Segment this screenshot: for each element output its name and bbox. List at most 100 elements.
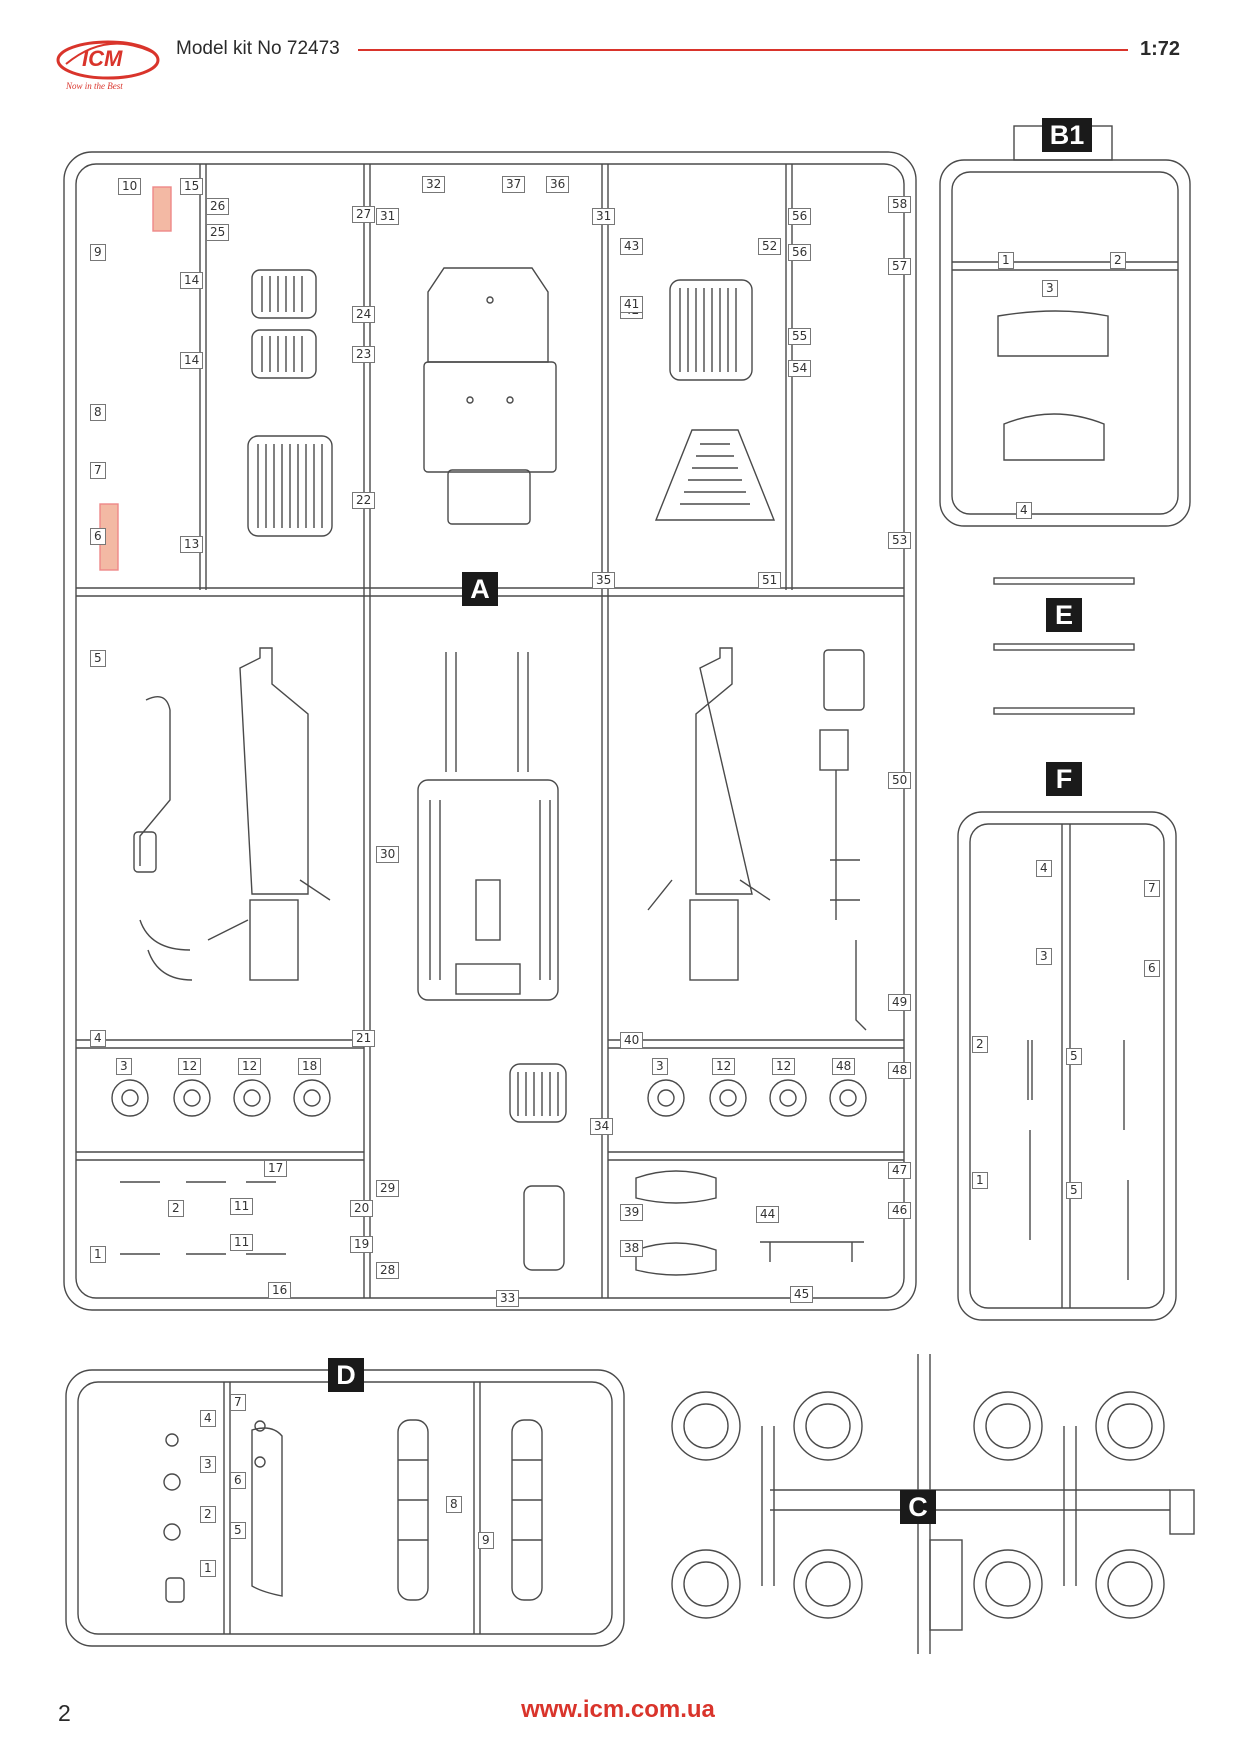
part-number-a-col2-6: 13: [180, 536, 204, 553]
part-number-a-bottom-left-1: 17: [264, 1160, 288, 1177]
part-number-a-col1-4: 7: [90, 462, 106, 479]
part-number-a-col5-3: 52: [758, 238, 782, 255]
sprue-label-f: F: [1046, 762, 1082, 796]
highlight-part-top: [152, 186, 172, 232]
icm-logo: ICM Now in the Best: [56, 34, 166, 94]
part-number-a-col2-1: 15: [180, 178, 204, 195]
part-number-a-col2-2: 26: [206, 198, 230, 215]
part-number-a-col4-3: 37: [502, 176, 526, 193]
part-number-d-3: 3: [200, 1456, 216, 1473]
part-number-a-wheels-left-4: 18: [298, 1058, 322, 1075]
part-number-a-col1-8: 1: [90, 1246, 106, 1263]
road-wheels-left: [111, 1079, 331, 1117]
part-number-a-col6-6: 54: [788, 360, 812, 377]
part-number-a-col1-5: 6: [90, 528, 106, 545]
part-number-a-col6-2: 58: [888, 196, 912, 213]
part-number-a-col1-3: 8: [90, 404, 106, 421]
page-number: 2: [58, 1700, 71, 1726]
part-number-a-col5-5: 51: [758, 572, 782, 589]
hull-side-right: [647, 647, 771, 981]
mudguard-part: [523, 1185, 565, 1271]
part-number-a-col6-4: 57: [888, 258, 912, 275]
part-number-a-col1-2: 9: [90, 244, 106, 261]
sprue-label-d: D: [328, 1358, 364, 1392]
part-number-a-col4-2: 32: [422, 176, 446, 193]
part-number-d-5: 2: [200, 1506, 216, 1523]
part-number-a-wheels-left-2: 12: [178, 1058, 202, 1075]
part-number-a-col2-4: 14: [180, 272, 204, 289]
part-number-a-bottom-left-3: 11: [230, 1198, 254, 1215]
part-number-a-col5-10: 45: [790, 1286, 814, 1303]
part-number-a-col3-4: 22: [352, 492, 376, 509]
part-number-f-3: 3: [1036, 948, 1052, 965]
part-number-a-col3-2: 24: [352, 306, 376, 323]
part-number-a-col2-5: 14: [180, 352, 204, 369]
mg-barrels: [1027, 1040, 1033, 1240]
model-kit-label: Model kit No 72473: [176, 38, 340, 59]
armor-plate-part: [1003, 413, 1105, 461]
part-number-a-bottom-left-2: 2: [168, 1200, 184, 1217]
sprue-d-frame: [65, 1369, 625, 1647]
part-number-a-wheels-left-3: 12: [238, 1058, 262, 1075]
sprue-label-c: C: [900, 1490, 936, 1524]
part-number-a-col2-3: 25: [206, 224, 230, 241]
sprue-label-b1: B1: [1042, 118, 1092, 152]
hull-side-left: [207, 647, 331, 981]
part-number-a-wheels-right-3: 12: [772, 1058, 796, 1075]
part-number-d-7: 1: [200, 1560, 216, 1577]
radiator-part: [509, 1063, 567, 1123]
part-number-f-1: 4: [1036, 860, 1052, 877]
d-door-right: [511, 1419, 543, 1601]
part-number-a-col6-3: 56: [788, 244, 812, 261]
part-number-d-6: 5: [230, 1522, 246, 1539]
part-number-a-col6-7: 53: [888, 532, 912, 549]
part-number-d-1: 4: [200, 1410, 216, 1427]
sprue-c-tires: [671, 1391, 1165, 1619]
part-number-a-col6-9: 49: [888, 994, 912, 1011]
part-number-a-col6-11: 47: [888, 1162, 912, 1179]
part-number-a-col6-1: 56: [788, 208, 812, 225]
part-number-a-col4-6: 35: [592, 572, 616, 589]
part-number-a-col5-1: 43: [620, 238, 644, 255]
part-number-d-2: 7: [230, 1394, 246, 1411]
chassis-part: [417, 652, 559, 1001]
sprue-b1-frame: [939, 159, 1191, 527]
part-number-b1-4: 4: [1016, 502, 1032, 519]
d-curved-part: [251, 1427, 283, 1597]
part-number-a-col5-7: 39: [620, 1204, 644, 1221]
part-number-a-col5-9: 44: [756, 1206, 780, 1223]
part-number-a-col3-1: 27: [352, 206, 376, 223]
sprue-a-frame-inner: [75, 163, 905, 1299]
windshield-part: [997, 310, 1109, 357]
mg-weapons: [1123, 1040, 1129, 1280]
part-number-f-5: 2: [972, 1036, 988, 1053]
part-number-a-col6-10: 48: [888, 1062, 912, 1079]
part-number-a-wheels-left-1: 3: [116, 1058, 132, 1075]
part-number-a-bottom-left-5: 11: [230, 1234, 254, 1251]
e-rod-3: [993, 707, 1135, 715]
e-rod-1: [993, 577, 1135, 585]
part-number-a-col6-12: 46: [888, 1202, 912, 1219]
part-number-d-8: 8: [446, 1496, 462, 1513]
sprue-c-horizontal: [770, 1489, 1170, 1511]
header-rule: [358, 49, 1128, 51]
part-number-a-col3-5: 21: [352, 1030, 376, 1047]
website-link[interactable]: www.icm.com.ua: [521, 1696, 715, 1723]
hull-top-part: [423, 267, 557, 525]
part-number-a-bottom-left-6: 19: [350, 1236, 374, 1253]
part-number-a-col5-4: 41: [620, 296, 644, 313]
seat-parts: [247, 269, 333, 537]
sprue-a-frame: [63, 151, 917, 1311]
svg-text:ICM: ICM: [82, 46, 123, 71]
part-number-a-col1-6: 5: [90, 650, 106, 667]
part-number-a-col4-4: 36: [546, 176, 570, 193]
part-number-a-wheels-right-2: 12: [712, 1058, 736, 1075]
part-number-a-col4-9: 28: [376, 1262, 400, 1279]
part-number-a-col4-8: 29: [376, 1180, 400, 1197]
part-number-a-col1-7: 4: [90, 1030, 106, 1047]
track-guards: [635, 1170, 717, 1276]
part-number-a-bottom-left-4: 20: [350, 1200, 374, 1217]
exhaust-part: [133, 696, 193, 981]
e-rod-2: [993, 643, 1135, 651]
part-number-b1-2: 2: [1110, 252, 1126, 269]
